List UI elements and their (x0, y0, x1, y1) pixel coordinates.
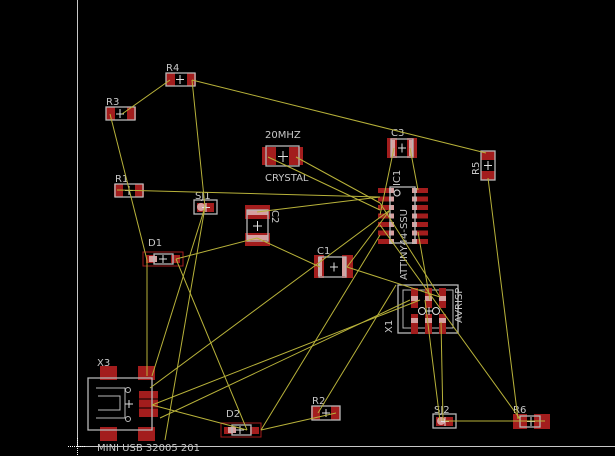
airwire (295, 156, 381, 204)
c2-label: C2 (269, 210, 280, 223)
isp-pin (439, 314, 446, 334)
airwire (151, 206, 206, 377)
ic-pin (412, 230, 428, 236)
ic-pin (378, 196, 394, 202)
x3-value: MINI USB 32005 201 (97, 443, 200, 454)
ic-pin (412, 222, 428, 227)
airwire (256, 196, 381, 213)
isp-pin (411, 314, 418, 334)
crystal-name: 20MHZ (265, 130, 301, 141)
component-d2[interactable]: D2 (220, 409, 262, 438)
airwire (164, 206, 206, 441)
c1-label: C1 (317, 246, 330, 257)
x1-value: AVRISP (454, 288, 465, 323)
component-crystal[interactable]: 20MHZ CRYSTAL (262, 130, 309, 184)
r6-label: R6 (513, 405, 526, 416)
airwire (191, 79, 206, 208)
airwire (260, 234, 381, 431)
airwire (440, 321, 444, 422)
x1-label: X1 (384, 320, 395, 333)
component-x3[interactable]: X3 MINI USB 32005 201 (87, 358, 200, 454)
ic-pin (412, 213, 428, 219)
c3-label: C3 (391, 128, 404, 139)
component-c3[interactable]: C3 (387, 128, 417, 158)
ic-pin (378, 188, 394, 193)
isp-pin (425, 314, 432, 334)
airwire (121, 79, 171, 115)
airwire (260, 412, 337, 431)
component-r3[interactable]: R3 (105, 97, 136, 121)
ratsnest (109, 79, 545, 441)
r5-label: R5 (471, 162, 482, 175)
airwire (424, 299, 441, 422)
component-sj2[interactable]: SJ2 (432, 405, 457, 429)
r4-label: R4 (166, 63, 179, 74)
airwire (151, 299, 421, 406)
airwire (417, 231, 431, 301)
airwire (109, 113, 148, 261)
ic1-value: ATTINY44-SSU (399, 209, 410, 280)
airwire (379, 202, 441, 298)
airwire (159, 299, 411, 419)
component-r5[interactable]: R5 (471, 150, 496, 181)
airwire (175, 237, 258, 260)
crystal-value: CRYSTAL (265, 173, 309, 184)
airwire (175, 258, 248, 431)
r1-label: R1 (115, 174, 128, 185)
airwire (346, 209, 391, 268)
airwire (379, 147, 395, 216)
component-r1[interactable]: R1 (114, 174, 144, 198)
ic-pin (378, 205, 394, 210)
airwire (256, 237, 321, 268)
r3-label: R3 (106, 97, 119, 108)
ic1-label: IC1 (392, 170, 403, 186)
component-x1[interactable]: X1 AVRISP (384, 284, 465, 334)
airwire (191, 79, 487, 154)
sj1-label: SJ1 (195, 191, 211, 202)
d1-label: D1 (148, 238, 162, 249)
component-sj1[interactable]: SJ1 (193, 191, 218, 215)
component-r2[interactable]: R2 (311, 396, 341, 421)
ic-pin (378, 239, 394, 244)
airwire (267, 156, 381, 211)
airwire (317, 284, 397, 414)
airwire (409, 147, 419, 191)
airwire (151, 404, 248, 431)
ic-pin (412, 188, 428, 193)
component-d1[interactable]: D1 (142, 238, 184, 267)
x3-label: X3 (97, 358, 110, 369)
sj2-label: SJ2 (434, 405, 450, 416)
d2-label: D2 (226, 409, 240, 420)
ic-pin (378, 222, 394, 227)
ic-pin (412, 196, 428, 202)
airwire (487, 177, 519, 420)
ic-pin (412, 205, 428, 210)
airwire (116, 189, 381, 198)
airwire (346, 266, 441, 298)
airwire (379, 224, 521, 420)
component-r4[interactable]: R4 (165, 63, 196, 87)
airwire (149, 209, 391, 389)
r2-label: R2 (312, 396, 325, 407)
